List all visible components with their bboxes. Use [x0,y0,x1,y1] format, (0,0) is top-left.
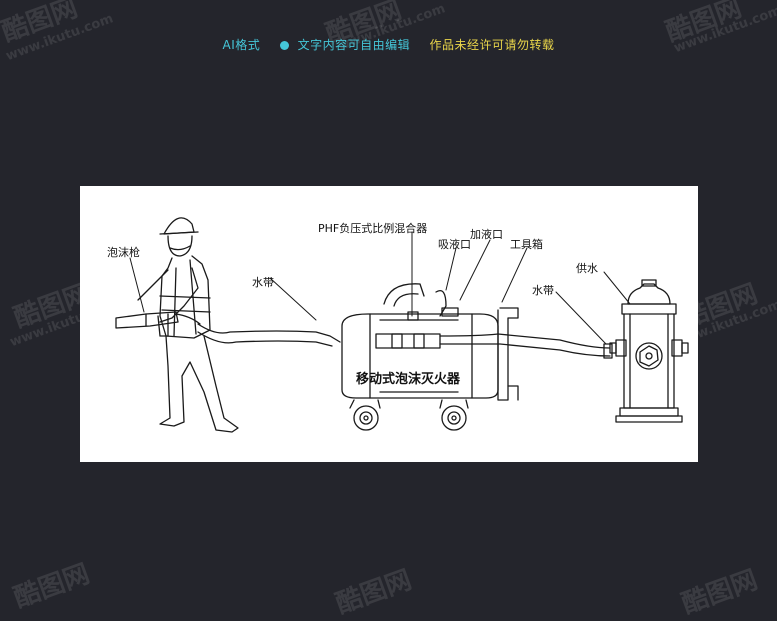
leader-foam-gun [129,257,145,313]
label-hose-left: 水带 [252,276,274,289]
foam-extinguisher-cart [341,283,519,431]
watermark-brand: 酷图网 [332,564,416,620]
leader-water-supply [603,271,631,305]
leader-filling [459,239,491,301]
format-label: AI格式 [222,38,261,52]
leader-toolbox [501,247,528,303]
leader-lines [129,231,631,345]
diagram-panel: 泡沫枪 水带 PHF负压式比例混合器 吸液口 加液口 工具箱 水带 供水 移动式… [80,186,698,462]
hose-right [439,333,611,357]
fire-hydrant [609,279,689,423]
copyright-label: 作品未经许可请勿转载 [429,38,555,52]
label-mixer: PHF负压式比例混合器 [318,222,428,235]
leader-hose-left [269,277,317,321]
watermark-brand: 酷图网 [10,558,94,614]
header-bar: AI格式 文字内容可自由编辑 作品未经许可请勿转载 [0,36,777,53]
label-water-supply: 供水 [576,262,598,275]
hose-left [197,323,341,347]
label-toolbox: 工具箱 [510,238,543,251]
label-filling-port: 加液口 [470,228,503,241]
editable-label: 文字内容可自由编辑 [275,38,416,52]
bullet-dot-icon [279,41,289,50]
label-suction-port: 吸液口 [438,238,471,251]
editable-text: 文字内容可自由编辑 [297,38,411,52]
firefighter-figure [137,217,239,433]
foam-gun [115,311,201,337]
label-hose-right: 水带 [532,284,554,297]
leader-suction [445,247,457,291]
foam-system-illustration [115,217,689,433]
hose-coupling [603,343,613,359]
watermark-brand: 酷图网 [678,564,762,620]
leader-hose-right [555,291,607,345]
label-extinguisher: 移动式泡沫灭火器 [356,372,461,387]
label-foam-gun: 泡沫枪 [107,246,140,259]
